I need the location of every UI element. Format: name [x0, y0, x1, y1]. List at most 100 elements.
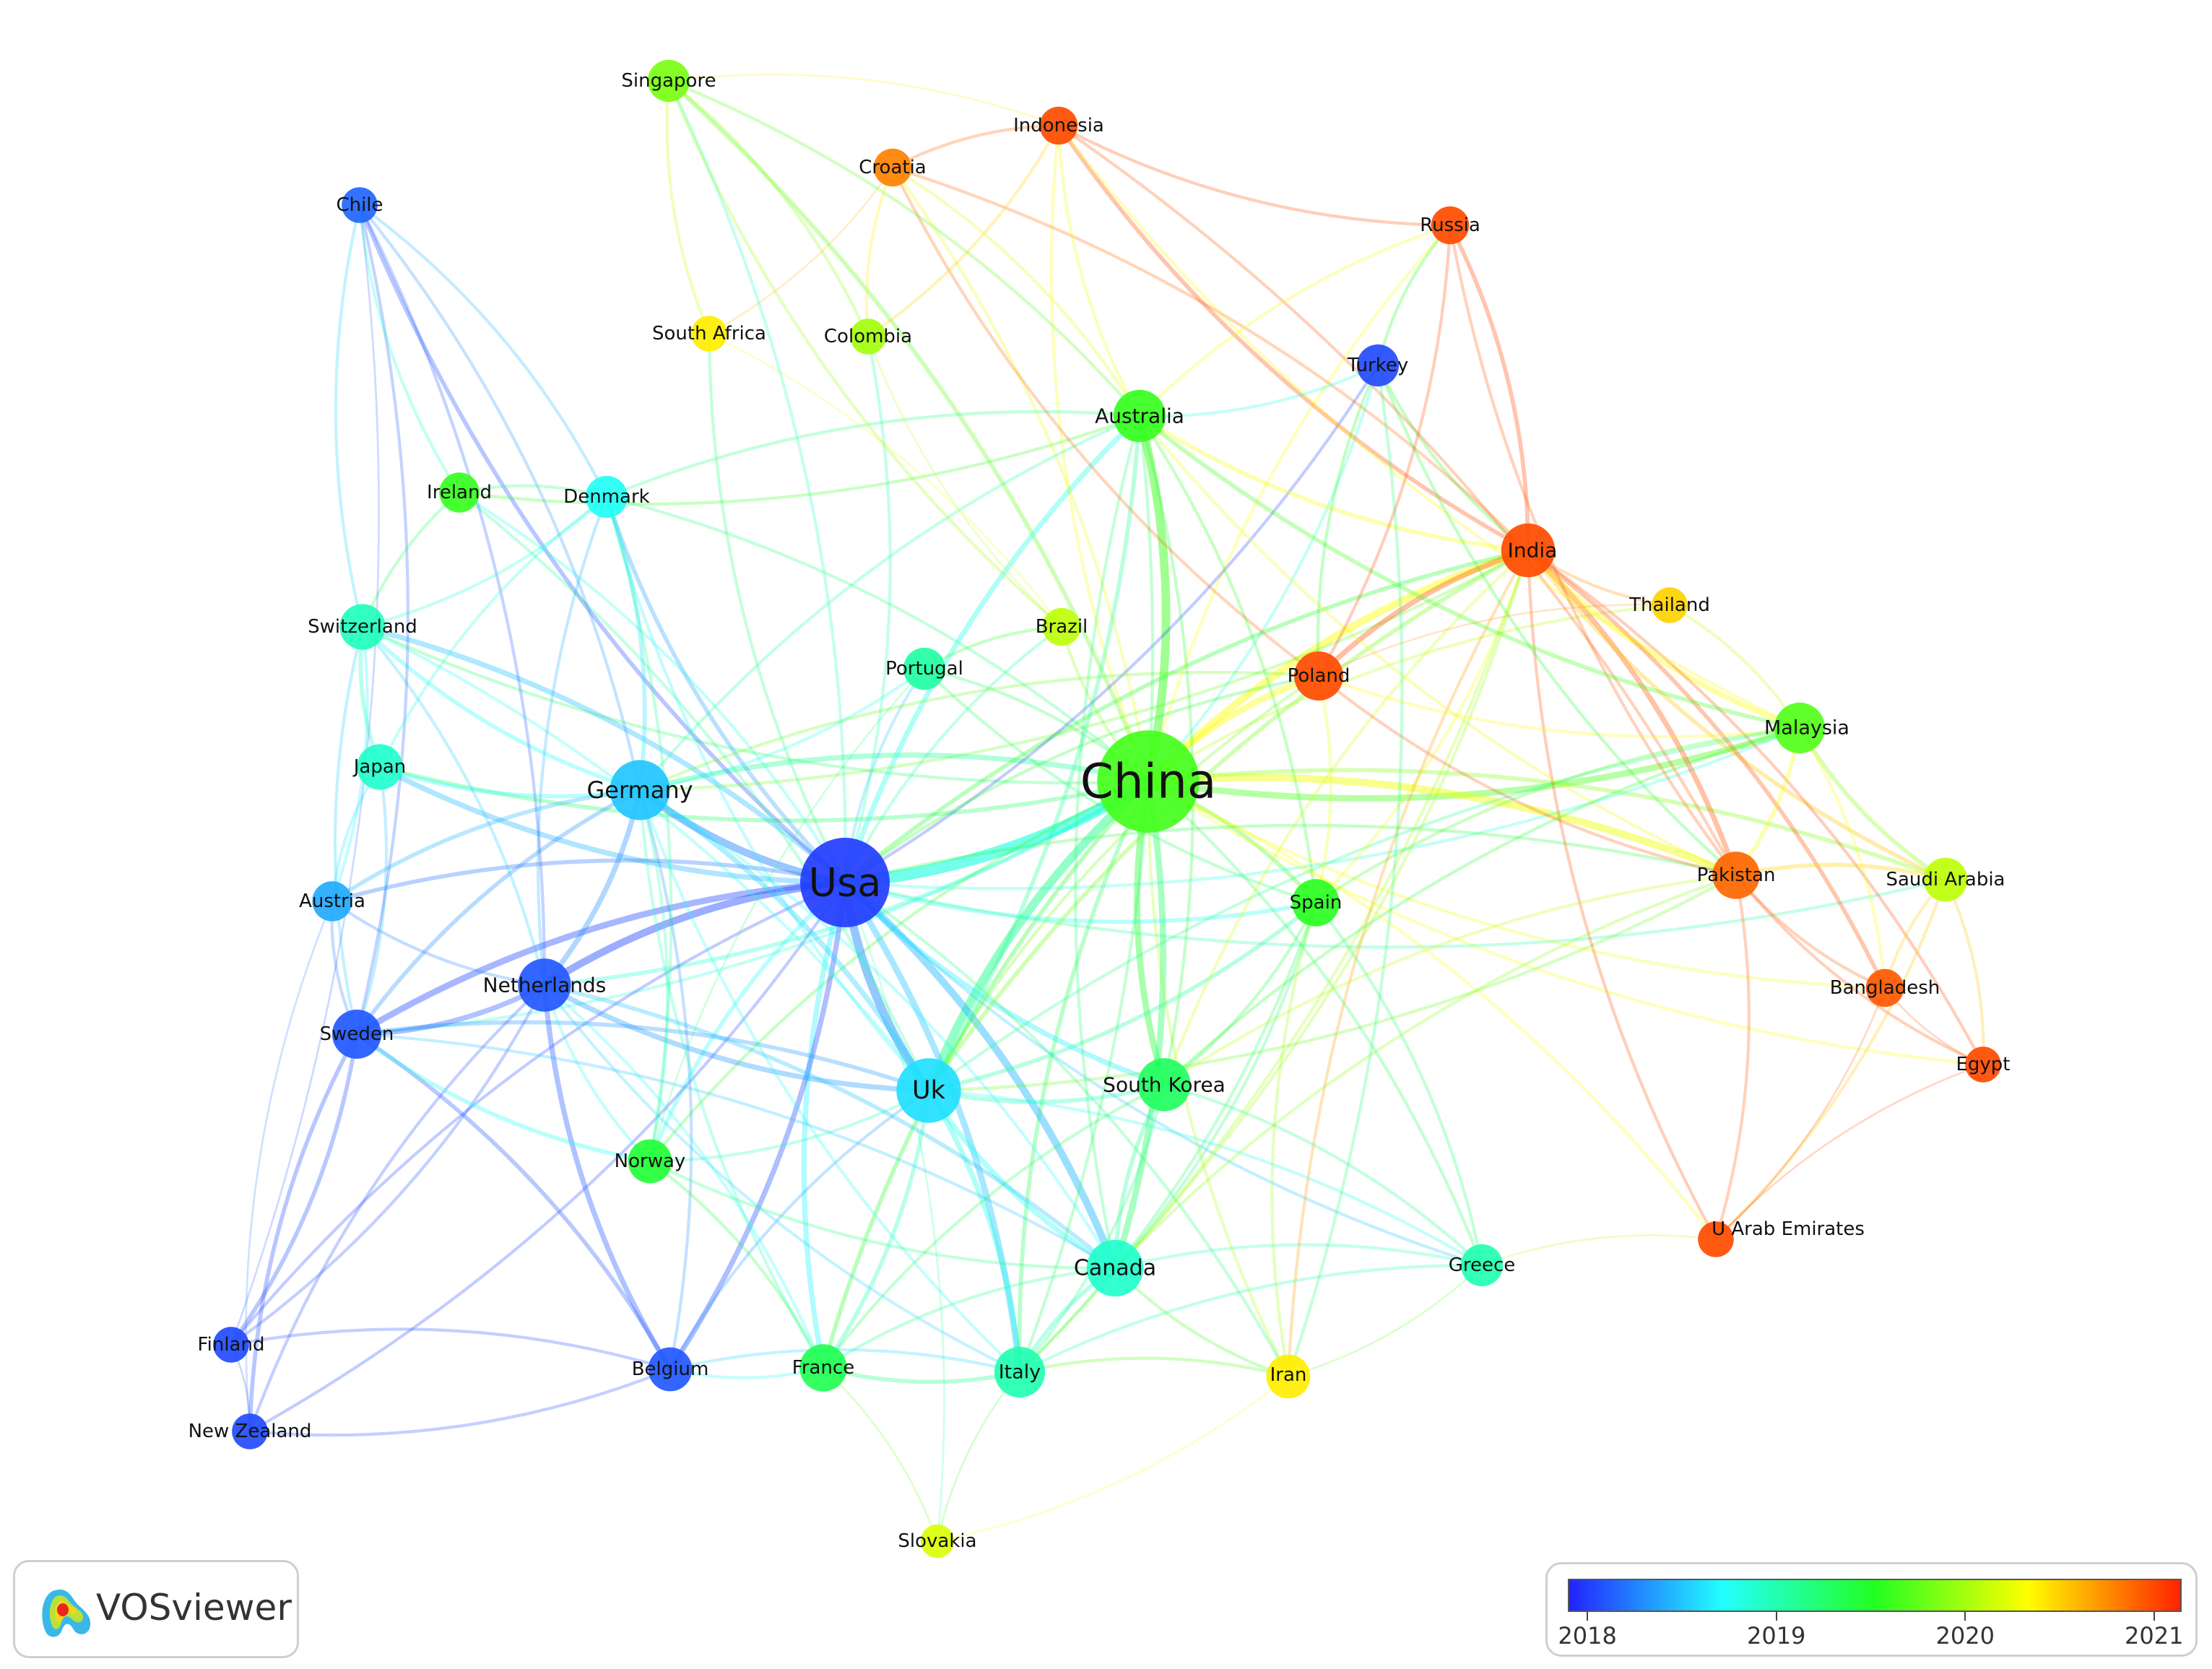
node-chile[interactable]	[342, 187, 378, 223]
label-russia[interactable]: Russia	[1420, 214, 1480, 236]
link-usa-netherlands	[542, 878, 846, 989]
label-south-korea[interactable]: South Korea	[1103, 1073, 1226, 1097]
node-usa[interactable]	[800, 838, 890, 927]
label-singapore[interactable]: Singapore	[621, 70, 716, 92]
node-u-arab-emirates[interactable]	[1698, 1221, 1734, 1257]
link-india-u_arab_emirates	[1526, 550, 1717, 1241]
label-austria[interactable]: Austria	[299, 890, 365, 912]
label-brazil[interactable]: Brazil	[1036, 616, 1088, 638]
node-uk[interactable]	[896, 1058, 961, 1123]
node-belgium[interactable]	[648, 1347, 693, 1392]
link-uk-denmark	[604, 496, 930, 1092]
node-france[interactable]	[799, 1344, 847, 1392]
label-iran[interactable]: Iran	[1270, 1364, 1307, 1386]
label-egypt[interactable]: Egypt	[1956, 1054, 2010, 1075]
link-pakistan-poland	[1317, 675, 1737, 877]
node-germany[interactable]	[610, 760, 670, 820]
node-iran[interactable]	[1266, 1354, 1311, 1399]
label-norway[interactable]: Norway	[615, 1150, 686, 1172]
label-canada[interactable]: Canada	[1074, 1256, 1156, 1281]
node-saudi-arabia[interactable]	[1923, 857, 1968, 902]
label-switzerland[interactable]: Switzerland	[308, 616, 417, 638]
label-portugal[interactable]: Portugal	[885, 658, 963, 680]
label-france[interactable]: France	[792, 1357, 854, 1379]
node-singapore[interactable]	[647, 59, 690, 103]
node-switzerland[interactable]	[339, 604, 386, 650]
node-australia[interactable]	[1113, 389, 1166, 443]
label-japan[interactable]: Japan	[352, 756, 407, 778]
label-south-africa[interactable]: South Africa	[652, 323, 766, 344]
label-spain[interactable]: Spain	[1290, 892, 1343, 914]
link-turkey-pakistan	[1376, 365, 1738, 877]
node-south-africa[interactable]	[691, 316, 727, 352]
node-bangladesh[interactable]	[1865, 968, 1904, 1007]
node-south-korea[interactable]	[1137, 1058, 1191, 1111]
label-finland[interactable]: Finland	[198, 1334, 265, 1356]
label-croatia[interactable]: Croatia	[859, 157, 926, 178]
label-new-zealand[interactable]: New Zealand	[188, 1421, 312, 1442]
label-bangladesh[interactable]: Bangladesh	[1830, 977, 1940, 999]
node-norway[interactable]	[628, 1139, 672, 1184]
node-portugal[interactable]	[903, 647, 946, 690]
label-india[interactable]: India	[1508, 539, 1558, 563]
node-china[interactable]	[1097, 730, 1200, 833]
node-slovakia[interactable]	[920, 1524, 955, 1559]
label-saudi-arabia[interactable]: Saudi Arabia	[1886, 869, 2005, 890]
label-germany[interactable]: Germany	[586, 776, 693, 804]
label-chile[interactable]: Chile	[336, 194, 383, 216]
label-netherlands[interactable]: Netherlands	[483, 974, 607, 997]
node-spain[interactable]	[1292, 879, 1340, 927]
node-turkey[interactable]	[1356, 344, 1400, 387]
label-colombia[interactable]: Colombia	[824, 326, 912, 347]
link-usa-italy	[842, 880, 1023, 1373]
node-india[interactable]	[1501, 523, 1556, 578]
node-poland[interactable]	[1294, 651, 1343, 701]
node-malaysia[interactable]	[1774, 702, 1826, 754]
legend-tick	[2153, 1612, 2155, 1621]
node-denmark[interactable]	[585, 475, 628, 519]
node-canada[interactable]	[1086, 1239, 1144, 1297]
node-italy[interactable]	[994, 1346, 1046, 1398]
label-china[interactable]: China	[1080, 754, 1217, 810]
node-sweden[interactable]	[332, 1010, 381, 1059]
node-thailand[interactable]	[1652, 587, 1688, 623]
node-pakistan[interactable]	[1712, 851, 1760, 899]
label-denmark[interactable]: Denmark	[563, 486, 650, 508]
node-netherlands[interactable]	[518, 958, 571, 1012]
node-colombia[interactable]	[850, 318, 886, 355]
label-malaysia[interactable]: Malaysia	[1764, 717, 1849, 740]
label-usa[interactable]: Usa	[809, 860, 882, 906]
node-austria[interactable]	[312, 881, 352, 922]
node-greece[interactable]	[1460, 1244, 1504, 1287]
label-poland[interactable]: Poland	[1288, 665, 1350, 687]
label-indonesia[interactable]: Indonesia	[1013, 115, 1104, 136]
label-ireland[interactable]: Ireland	[427, 482, 492, 503]
link-india-malaysia	[1526, 548, 1801, 731]
label-thailand[interactable]: Thailand	[1628, 594, 1710, 616]
node-ireland[interactable]	[439, 472, 480, 513]
label-australia[interactable]: Australia	[1095, 404, 1184, 428]
label-greece[interactable]: Greece	[1449, 1254, 1516, 1276]
link-india-bangladesh	[1527, 548, 1887, 989]
link-india-egypt	[1527, 549, 1985, 1065]
node-finland[interactable]	[213, 1327, 249, 1363]
label-turkey[interactable]: Turkey	[1347, 355, 1409, 376]
link-france-slovakia	[823, 1367, 939, 1542]
node-brazil[interactable]	[1042, 607, 1081, 646]
node-russia[interactable]	[1431, 206, 1470, 245]
label-belgium[interactable]: Belgium	[632, 1358, 709, 1380]
label-u-arab-emirates[interactable]: U Arab Emirates	[1712, 1218, 1865, 1240]
label-italy[interactable]: Italy	[999, 1361, 1041, 1384]
node-indonesia[interactable]	[1039, 106, 1078, 145]
link-egypt-u_arab_emirates	[1715, 1063, 1984, 1240]
label-sweden[interactable]: Sweden	[320, 1023, 394, 1045]
label-uk[interactable]: Uk	[912, 1076, 946, 1105]
node-croatia[interactable]	[873, 148, 912, 187]
label-pakistan[interactable]: Pakistan	[1697, 864, 1776, 886]
node-new-zealand[interactable]	[232, 1413, 268, 1449]
node-japan[interactable]	[357, 744, 403, 790]
link-uk-belgium	[669, 1089, 930, 1371]
label-slovakia[interactable]: Slovakia	[898, 1530, 976, 1552]
node-egypt[interactable]	[1965, 1046, 2001, 1083]
